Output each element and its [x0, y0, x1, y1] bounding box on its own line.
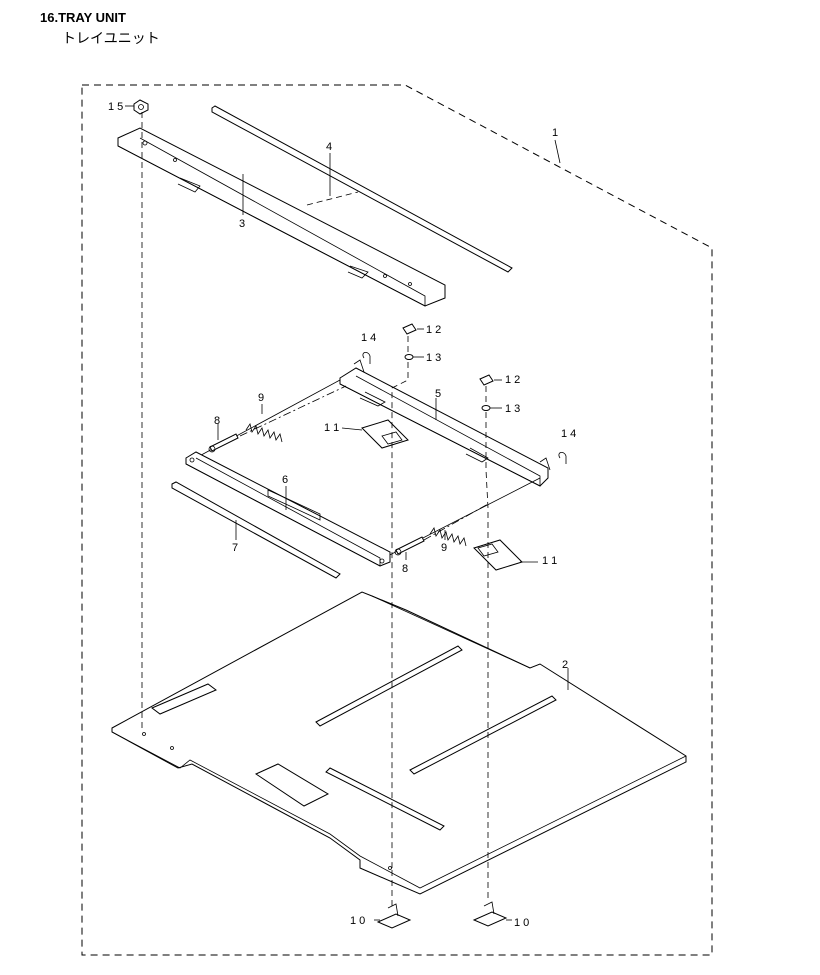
part-10-foot-left — [376, 903, 412, 929]
callout-12-right: 1 2 — [505, 374, 520, 386]
part-14-clip-right — [558, 452, 567, 464]
callout-2: 2 — [562, 659, 568, 671]
callout-14-right: 1 4 — [561, 428, 576, 440]
part-14-clip-left — [362, 352, 371, 364]
callout-10-right: 1 0 — [514, 917, 529, 929]
part-4-strip — [211, 105, 513, 273]
callout-11-lower: 1 1 — [542, 555, 557, 567]
callout-13-right: 1 3 — [505, 403, 520, 415]
part-12-screw-right — [479, 374, 494, 386]
part-11-pad-lower — [473, 539, 523, 571]
part-6-front-frame — [185, 451, 391, 567]
callout-1: 1 — [552, 127, 558, 139]
leader-lines — [125, 105, 569, 921]
assembly-frame — [81, 84, 713, 956]
callout-4: 4 — [326, 141, 332, 153]
callout-5: 5 — [435, 388, 441, 400]
part-2-tray-plate — [111, 591, 687, 895]
callout-15: 1 5 — [108, 101, 123, 113]
part-9-spring-right — [429, 527, 467, 547]
callout-11-upper: 1 1 — [324, 422, 339, 434]
page-title: 16.TRAY UNIT — [40, 10, 126, 25]
callout-3: 3 — [239, 218, 245, 230]
part-13-washer-right — [481, 405, 491, 411]
part-13-washer-left — [404, 354, 414, 360]
callout-6: 6 — [282, 474, 288, 486]
callout-10-left: 1 0 — [350, 915, 365, 927]
part-12-screw-left — [402, 323, 417, 335]
part-3-rail-bracket — [117, 127, 446, 307]
part-15-nut — [133, 99, 149, 115]
callout-14-left: 1 4 — [361, 332, 376, 344]
spring-axis-right — [423, 503, 489, 541]
callout-7: 7 — [232, 542, 238, 554]
assembly-lines — [141, 112, 489, 910]
spring-axis-left — [239, 385, 347, 437]
part-8-pin-right — [394, 536, 425, 556]
page-subtitle: トレイユニット — [62, 31, 160, 47]
callout-9-right: 9 — [441, 542, 447, 554]
callout-8-right: 8 — [402, 563, 408, 575]
part-7-strip — [171, 481, 341, 579]
callout-9-left: 9 — [258, 392, 264, 404]
part-10-foot-right — [472, 901, 508, 927]
part-8-pin-left — [208, 433, 239, 453]
callout-12-left: 1 2 — [426, 324, 441, 336]
part-11-pad-upper — [361, 419, 409, 449]
part-9-spring-left — [245, 423, 283, 443]
callout-8-left: 8 — [214, 415, 220, 427]
callout-13-left: 1 3 — [426, 352, 441, 364]
callout-labels: 1 2 3 4 5 6 7 8 8 9 9 1 0 1 0 1 1 1 1 1 … — [108, 101, 576, 929]
